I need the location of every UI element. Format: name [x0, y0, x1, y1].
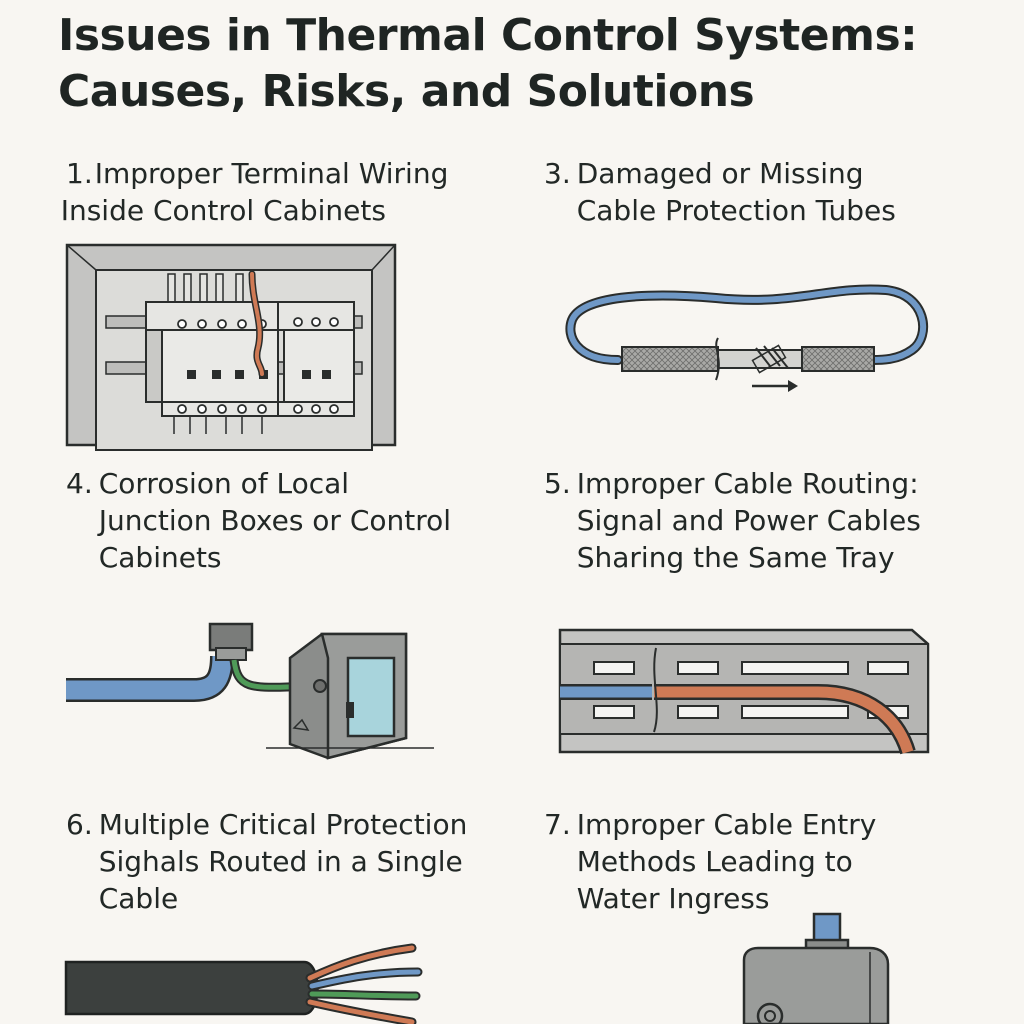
- shared-cable-tray-illustration: [558, 628, 930, 755]
- item-4: 4. Corrosion of Local Junction Boxes or …: [66, 465, 506, 576]
- item-text-line: Improper Cable Entry: [576, 808, 877, 841]
- item-1: 1. Improper Terminal Wiring Inside Contr…: [61, 155, 486, 229]
- enclosure-cable-entry-illustration: [742, 912, 890, 1024]
- item-text-line: Cabinets: [98, 541, 222, 574]
- item-number: 3.: [544, 157, 571, 190]
- title-line-2: Causes, Risks, and Solutions: [58, 66, 755, 117]
- multicore-cable-illustration: [64, 943, 423, 1024]
- item-text-line: Sighals Routed in a Single: [98, 845, 463, 878]
- item-text-line: Junction Boxes or Control: [98, 504, 452, 537]
- item-number: 5.: [544, 467, 571, 500]
- damaged-protection-tube-illustration: [565, 284, 929, 392]
- item-5: 5. Improper Cable Routing: Signal and Po…: [544, 465, 1004, 576]
- page-title: Issues in Thermal Control Systems: Cause…: [58, 8, 998, 120]
- item-text-line: Damaged or Missing: [576, 157, 864, 190]
- item-6: 6. Multiple Critical Protection Sighals …: [66, 806, 526, 917]
- item-text-line: Inside Control Cabinets: [60, 194, 386, 227]
- item-text-line: Water Ingress: [576, 882, 770, 915]
- item-text-line: Methods Leading to: [576, 845, 853, 878]
- item-text-line: Cable: [98, 882, 179, 915]
- title-line-1: Issues in Thermal Control Systems:: [58, 10, 918, 61]
- item-number: 1.: [66, 157, 93, 190]
- item-text-line: Signal and Power Cables: [576, 504, 921, 537]
- cabinet-terminal-blocks-illustration: [65, 243, 397, 451]
- item-text-line: Improper Cable Routing:: [576, 467, 919, 500]
- item-number: 4.: [66, 467, 93, 500]
- item-text-line: Corrosion of Local: [98, 467, 350, 500]
- item-text-line: Sharing the Same Tray: [576, 541, 895, 574]
- item-7: 7. Improper Cable Entry Methods Leading …: [544, 806, 984, 917]
- item-text-line: Improper Terminal Wiring: [94, 157, 449, 190]
- corroded-junction-box-illustration: [66, 622, 434, 760]
- item-3: 3. Damaged or Missing Cable Protection T…: [544, 155, 984, 229]
- item-number: 7.: [544, 808, 571, 841]
- item-text-line: Multiple Critical Protection: [98, 808, 468, 841]
- item-number: 6.: [66, 808, 93, 841]
- item-text-line: Cable Protection Tubes: [576, 194, 896, 227]
